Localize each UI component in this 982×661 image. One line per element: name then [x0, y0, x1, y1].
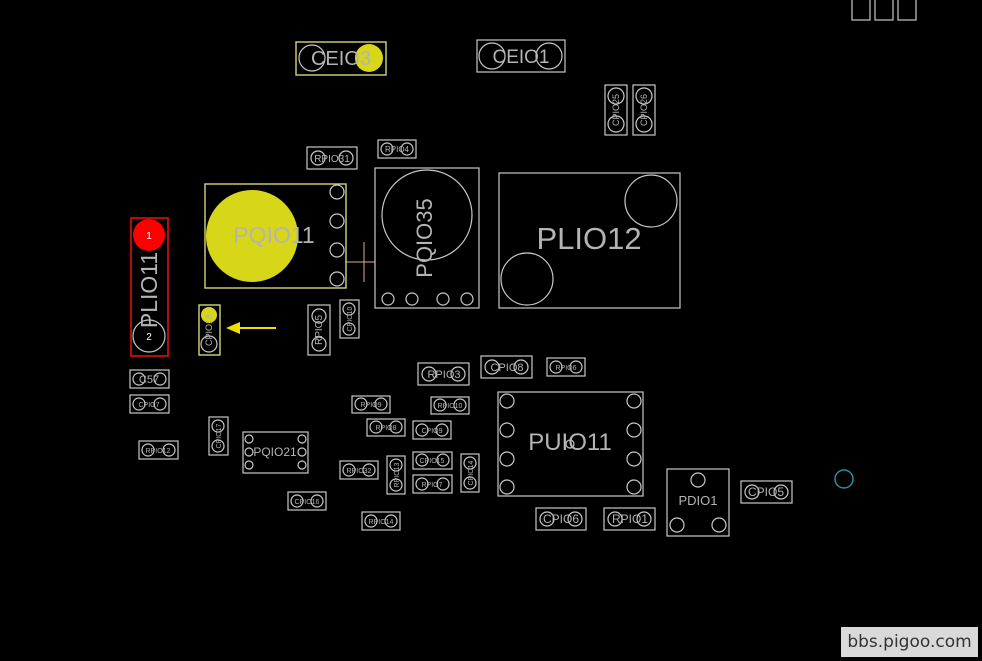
component-plio11[interactable]: 1 2 PLIO11	[130, 217, 169, 357]
component-rpio6[interactable]: RPIO6	[546, 357, 586, 377]
component-cpio10[interactable]: CPIO10	[339, 299, 360, 339]
component-ceio3[interactable]: CEIO3	[295, 41, 387, 76]
pqio11-label: PQIO11	[233, 222, 314, 248]
rpio12-label: RPIO12	[146, 448, 171, 455]
cpio7-label: CPIO7	[138, 402, 159, 409]
component-rpio9[interactable]: RPIO9	[351, 395, 391, 414]
component-rpio13[interactable]: RPIO13	[386, 455, 406, 495]
component-pqio11[interactable]: PQIO11	[204, 183, 347, 289]
rpio4-label: RPIO4	[385, 145, 410, 154]
component-cpio15[interactable]: CPIO15	[412, 451, 453, 470]
component-cpio18[interactable]: CPIO18	[198, 304, 221, 356]
cpio10-label: CPIO10	[347, 306, 354, 331]
component-rpio4[interactable]: RPIO4	[377, 139, 417, 159]
component-cpio16[interactable]: CPIO16	[287, 491, 327, 511]
component-c57[interactable]: C57	[129, 369, 170, 389]
rpio32-label: RPIO32	[347, 468, 372, 475]
rpio3-label: RPIO3	[427, 369, 460, 381]
component-rpio5[interactable]: RPIO5	[307, 304, 331, 356]
component-rpio7[interactable]: RPIO7	[412, 474, 453, 494]
component-cpio7[interactable]: CPIO7	[129, 394, 170, 414]
cpio6b-label: CPIO6	[543, 512, 579, 526]
rpio13-label: RPIO13	[394, 462, 401, 487]
plio12-label: PLIO12	[536, 221, 641, 256]
component-rpio32[interactable]: RPIO32	[339, 460, 379, 480]
component-pqio21[interactable]: PQIO21	[242, 431, 309, 474]
cpio14-label: CPIO14	[468, 460, 475, 485]
rpio8-label: RPIO8	[375, 425, 396, 432]
cpio8-label: CPIO8	[490, 362, 523, 374]
via-hole	[834, 469, 854, 489]
pqio35-label: PQIO35	[412, 198, 437, 277]
cpio15-label: CPIO15	[420, 458, 445, 465]
ceio1-label: CEIO1	[492, 47, 549, 68]
cpio17-label: CPIO17	[216, 423, 223, 448]
component-cpio5-right[interactable]: CPIO5	[740, 480, 793, 504]
pdio1-label: PDIO1	[678, 493, 717, 508]
component-rpio31[interactable]: RPIO31	[306, 146, 358, 170]
ceio3-label: CEIO3	[311, 48, 371, 70]
component-pqio35[interactable]: PQIO35	[374, 167, 480, 309]
component-rpio3[interactable]: RPIO3	[417, 362, 470, 386]
rpio6-label: RPIO6	[555, 365, 576, 372]
pqio21-label: PQIO21	[253, 445, 297, 459]
component-cpio6-bottom[interactable]: CPIO6	[535, 507, 587, 531]
puio11-label: PUIO11	[528, 429, 612, 456]
component-plio12[interactable]: PLIO12	[498, 172, 681, 309]
svg-text:RPIO5: RPIO5	[314, 315, 325, 345]
component-cpio17[interactable]: CPIO17	[208, 416, 229, 456]
component-cpio26[interactable]: CPIO26	[632, 84, 656, 136]
rpio10-label: RPIO10	[438, 403, 463, 410]
component-rpio1[interactable]: RPIO1	[603, 507, 656, 531]
component-puio11[interactable]: PUIO11	[497, 391, 644, 497]
plio11-label: PLIO11	[136, 252, 162, 328]
cpio16-label: CPIO16	[295, 499, 320, 506]
component-cpio14[interactable]: CPIO14	[460, 453, 480, 493]
component-cpio25[interactable]: CPIO25	[604, 84, 628, 136]
component-ceio1[interactable]: CEIO1	[476, 39, 566, 73]
component-cpio9[interactable]: CPIO9	[412, 420, 452, 440]
c57-label: C57	[139, 374, 159, 386]
component-rpio14[interactable]: RPIO14	[361, 511, 401, 531]
rpio1-label: RPIO1	[612, 512, 648, 526]
component-rpio12[interactable]: RPIO12	[138, 440, 179, 460]
cpio25-label: CPIO25	[611, 94, 621, 126]
pointer-arrow	[226, 322, 276, 334]
component-rpio8[interactable]: RPIO8	[366, 418, 406, 437]
plio11-pin2-label: 2	[146, 332, 152, 343]
cpio5b-label: CPIO5	[748, 485, 784, 499]
plio11-pin1-label: 1	[146, 231, 152, 242]
cpio9-label: CPIO9	[421, 428, 442, 435]
component-pdio1[interactable]: PDIO1	[666, 468, 730, 537]
rpio31-label: RPIO31	[314, 154, 350, 165]
rpio7-label: RPIO7	[421, 482, 442, 489]
plio11-pin1-pad[interactable]	[133, 219, 165, 251]
rpio9-label: RPIO9	[360, 402, 381, 409]
component-cpio8[interactable]: CPIO8	[480, 355, 533, 379]
rpio14-label: RPIO14	[369, 519, 394, 526]
watermark: bbs.pigoo.com	[841, 627, 978, 657]
cpio26-label: CPIO26	[639, 94, 649, 126]
cpio18-label: CPIO18	[204, 314, 214, 346]
top-right-parts	[851, 0, 917, 21]
component-rpio10[interactable]: RPIO10	[430, 396, 470, 415]
